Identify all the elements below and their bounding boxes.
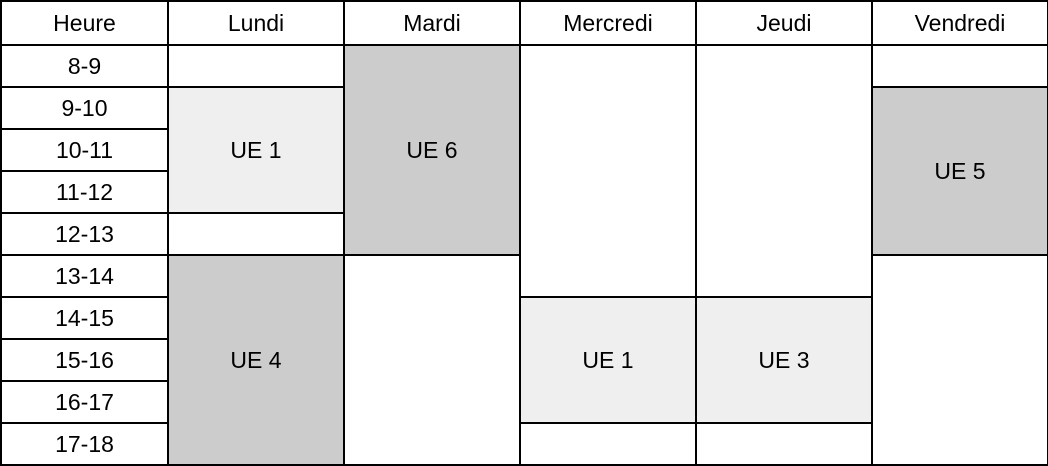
- hour-label: 10-11: [0, 128, 169, 172]
- empty-slot-jeudi: [695, 422, 873, 466]
- hour-row: 15-16: [0, 338, 1048, 382]
- hour-label: 16-17: [0, 380, 169, 424]
- course-block-lundi: UE 4: [167, 254, 345, 466]
- empty-slot-lundi: [167, 44, 345, 88]
- header-vendredi: Vendredi: [871, 0, 1048, 46]
- course-block-mercredi: UE 1: [519, 296, 697, 424]
- hour-label: 8-9: [0, 44, 169, 88]
- course-block-mardi: UE 6: [343, 44, 521, 256]
- hour-label: 14-15: [0, 296, 169, 340]
- hour-label: 13-14: [0, 254, 169, 298]
- empty-slot-jeudi: [695, 44, 873, 298]
- empty-slot-mercredi: [519, 422, 697, 466]
- hour-row: 12-13: [0, 212, 1048, 256]
- hour-row: 16-17: [0, 380, 1048, 424]
- header-mercredi: Mercredi: [519, 0, 697, 46]
- header-lundi: Lundi: [167, 0, 345, 46]
- hour-label: 12-13: [0, 212, 169, 256]
- hour-label: 15-16: [0, 338, 169, 382]
- empty-slot-lundi: [167, 212, 345, 256]
- hour-label: 11-12: [0, 170, 169, 214]
- hour-row: 11-12: [0, 170, 1048, 214]
- header-jeudi: Jeudi: [695, 0, 873, 46]
- empty-slot-vendredi: [871, 44, 1048, 88]
- empty-slot-vendredi: [871, 254, 1048, 466]
- hour-label: 9-10: [0, 86, 169, 130]
- course-block-vendredi: UE 5: [871, 86, 1048, 256]
- header-heure: Heure: [0, 0, 169, 46]
- hour-row: 8-9 UE 6: [0, 44, 1048, 298]
- header-row: Heure Lundi Mardi Mercredi Jeudi Vendred…: [0, 0, 1048, 46]
- hour-label: 17-18: [0, 422, 169, 466]
- course-block-jeudi: UE 3: [695, 296, 873, 424]
- empty-slot-mercredi: [519, 44, 697, 298]
- header-mardi: Mardi: [343, 0, 521, 46]
- course-block-lundi: UE 1: [167, 86, 345, 214]
- hour-row: 10-11: [0, 128, 1048, 172]
- empty-slot-mardi: [343, 254, 521, 466]
